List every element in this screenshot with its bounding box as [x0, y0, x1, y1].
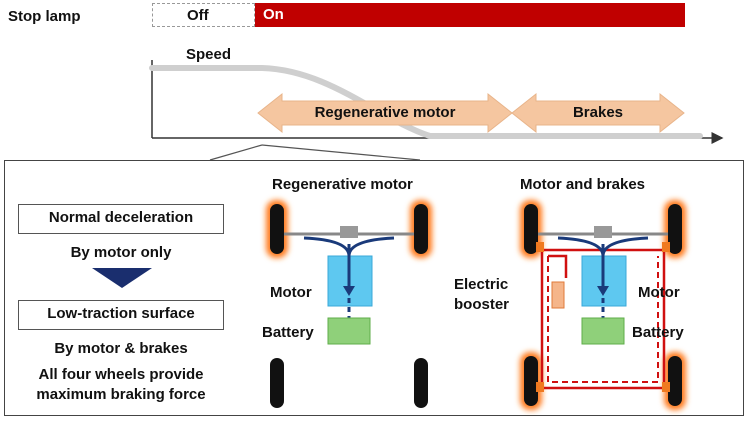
- brakes-diagram: [520, 200, 686, 410]
- brakes-phase-label: Brakes: [572, 104, 624, 121]
- zoom-line-right: [261, 144, 421, 161]
- wheel-rear-right: [414, 358, 428, 408]
- zoom-line-left: [209, 144, 263, 161]
- wheel-front-left: [270, 204, 284, 254]
- differential: [340, 226, 358, 238]
- brakes-battery-label: Battery: [632, 324, 684, 341]
- wheel-front-right: [668, 204, 682, 254]
- stop-lamp-label: Stop lamp: [8, 8, 81, 25]
- normal-deceleration-sub: By motor only: [70, 244, 172, 261]
- brakes-phase-arrow: [511, 92, 685, 134]
- electric-booster: [551, 281, 565, 309]
- regen-motor-label: Motor: [270, 284, 312, 301]
- stop-lamp-off-segment: Off: [152, 3, 255, 27]
- off-label: Off: [187, 7, 209, 24]
- stop-lamp-on-segment: On: [255, 3, 685, 27]
- note-line-1: All four wheels provide: [38, 366, 204, 383]
- regen-battery-label: Battery: [262, 324, 314, 341]
- wheel-front-right: [414, 204, 428, 254]
- brakes-diagram-title: Motor and brakes: [520, 176, 646, 193]
- wheel-front-left: [524, 204, 538, 254]
- wheel-rear-left: [270, 358, 284, 408]
- speed-label: Speed: [186, 46, 232, 63]
- on-label: On: [263, 6, 284, 23]
- battery-block: [581, 317, 625, 345]
- normal-deceleration-box: Normal deceleration: [18, 204, 224, 234]
- wheel-rear-left: [524, 356, 538, 406]
- wheel-rear-right: [668, 356, 682, 406]
- booster-label-line2: booster: [454, 296, 510, 313]
- brake-line-inner: [547, 256, 659, 383]
- brakes-motor-label: Motor: [638, 284, 680, 301]
- battery-block: [327, 317, 371, 345]
- note-line-2: maximum braking force: [36, 386, 206, 403]
- booster-label-line1: Electric: [454, 276, 509, 293]
- low-traction-box: Low-traction surface: [18, 300, 224, 330]
- low-traction-sub: By motor & brakes: [54, 340, 188, 357]
- speed-curve: [149, 65, 703, 139]
- differential: [594, 226, 612, 238]
- regen-diagram: [266, 200, 432, 408]
- detail-panel: [4, 160, 744, 416]
- regen-phase-label: Regenerative motor: [314, 104, 456, 121]
- down-triangle-icon: [92, 268, 152, 288]
- regen-diagram-title: Regenerative motor: [272, 176, 413, 193]
